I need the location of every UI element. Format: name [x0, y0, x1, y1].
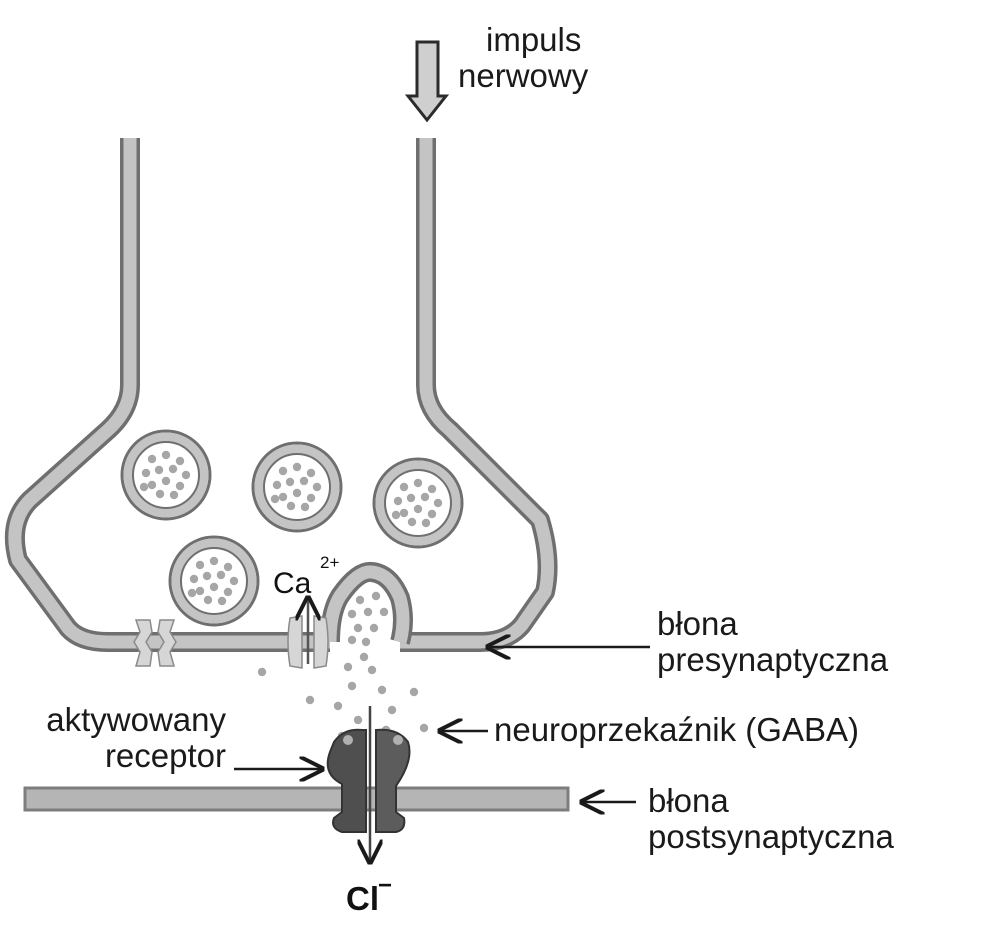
synaptic-vesicle	[168, 535, 260, 627]
neurotransmitter-dot	[355, 595, 365, 605]
neurotransmitter-dot	[312, 482, 322, 492]
neurotransmitter-dot	[347, 681, 357, 691]
neurotransmitter-dot	[363, 607, 373, 617]
neurotransmitter-dot	[292, 488, 302, 498]
postsynaptic-membrane	[23, 786, 570, 812]
neurotransmitter-dot	[278, 466, 288, 476]
neurotransmitter-dot	[217, 596, 227, 606]
neurotransmitter-dot	[413, 478, 423, 488]
neurotransmitter-dot	[285, 477, 295, 487]
neurotransmitter-dot	[305, 695, 315, 705]
neurotransmitter-dot	[278, 492, 288, 502]
calcium-charge-label: 2+	[320, 553, 340, 572]
neurotransmitter-dot	[139, 482, 149, 492]
neurotransmitter-dot	[377, 685, 387, 695]
neurotransmitter-dot	[141, 468, 151, 478]
neurotransmitter-dot	[181, 470, 191, 480]
postsynaptic-label-line2: postsynaptyczna	[648, 818, 894, 855]
neurotransmitter-dot	[343, 662, 353, 672]
neurotransmitter-dot	[353, 715, 363, 725]
neurotransmitter-dot	[393, 496, 403, 506]
neurotransmitter-dot	[216, 570, 226, 580]
neurotransmitter-dot	[419, 723, 429, 733]
neurotransmitter-dot	[161, 450, 171, 460]
neurotransmitter-dot	[175, 456, 185, 466]
neurotransmitter-dot	[371, 591, 381, 601]
neurotransmitter-dot	[361, 637, 371, 647]
neurotransmitter-dot	[195, 586, 205, 596]
neurotransmitter-dot	[257, 667, 267, 677]
gaba-receptor	[326, 728, 411, 833]
neurotransmitter-dot	[347, 609, 357, 619]
impulse-label-line1: impuls	[486, 21, 582, 58]
neurotransmitter-dot	[399, 508, 409, 518]
neurotransmitter-dot	[391, 510, 401, 520]
neurotransmitter-dot	[433, 498, 443, 508]
neurotransmitter-dot	[300, 502, 310, 512]
neurotransmitter-dot	[367, 665, 377, 675]
neurotransmitter-dot	[421, 518, 431, 528]
neurotransmitter-dot	[195, 560, 205, 570]
neurotransmitter-dot	[175, 481, 185, 491]
neurotransmitter-dot	[155, 489, 165, 499]
neurotransmitter-dot	[347, 635, 357, 645]
neurotransmitter-dot	[189, 574, 199, 584]
chloride-charge-label: −	[378, 872, 393, 899]
neurotransmitter-dot	[409, 687, 419, 697]
neurotransmitter-dot	[187, 588, 197, 598]
neurotransmitter-dot	[169, 490, 179, 500]
neurotransmitter-dot	[203, 595, 213, 605]
neurotransmitter-dot	[413, 504, 423, 514]
neurotransmitter-dot	[379, 607, 389, 617]
synaptic-vesicle	[120, 429, 212, 521]
calcium-ion-label: Ca	[273, 567, 312, 600]
presynaptic-channel-left	[133, 619, 177, 667]
neurotransmitter-dot	[407, 517, 417, 527]
neurotransmitter-dot	[154, 465, 164, 475]
neurotransmitter-dot	[168, 464, 178, 474]
calcium-channel	[287, 615, 329, 669]
neurotransmitter-dot	[209, 582, 219, 592]
neurotransmitter-dot	[270, 494, 280, 504]
neurotransmitter-dot	[147, 480, 157, 490]
neurotransmitter-dot	[223, 562, 233, 572]
neurotransmitter-label: neuroprzekaźnik (GABA)	[494, 711, 859, 748]
neurotransmitter-dot	[147, 454, 157, 464]
nerve-impulse-arrow	[404, 40, 450, 123]
neurotransmitter-dot	[399, 482, 409, 492]
neurotransmitter-dot	[286, 501, 296, 511]
presynaptic-label-line2: presynaptyczna	[657, 641, 889, 678]
neurotransmitter-dot	[209, 556, 219, 566]
neurotransmitter-dot	[292, 462, 302, 472]
synaptic-vesicle	[251, 441, 343, 533]
receptor-label-line2: receptor	[104, 737, 226, 774]
neurotransmitter-dot	[299, 476, 309, 486]
neurotransmitter-dot	[387, 705, 397, 715]
neurotransmitter-dot	[427, 509, 437, 519]
postsynaptic-label-line1: błona	[648, 782, 729, 819]
neurotransmitter-dot	[306, 493, 316, 503]
neurotransmitter-dot	[202, 571, 212, 581]
neurotransmitter-dot	[333, 701, 343, 711]
neurotransmitter-dot	[306, 468, 316, 478]
neurotransmitter-dot	[161, 476, 171, 486]
neurotransmitter-dot	[427, 484, 437, 494]
neurotransmitter-dot	[420, 492, 430, 502]
neurotransmitter-dot	[353, 623, 363, 633]
neurotransmitter-molecules	[139, 450, 443, 741]
neurotransmitter-dot	[359, 652, 369, 662]
presynaptic-label-line1: błona	[657, 605, 738, 642]
neurotransmitter-dot	[369, 623, 379, 633]
neurotransmitter-dot	[223, 587, 233, 597]
receptor-label-line1: aktywowany	[46, 701, 226, 738]
chloride-ion-label: Cl	[346, 880, 379, 917]
impulse-label-line2: nerwowy	[458, 57, 589, 94]
neurotransmitter-dot	[406, 493, 416, 503]
synaptic-vesicle	[372, 457, 464, 549]
neurotransmitter-dot	[229, 576, 239, 586]
neurotransmitter-dot	[272, 480, 282, 490]
